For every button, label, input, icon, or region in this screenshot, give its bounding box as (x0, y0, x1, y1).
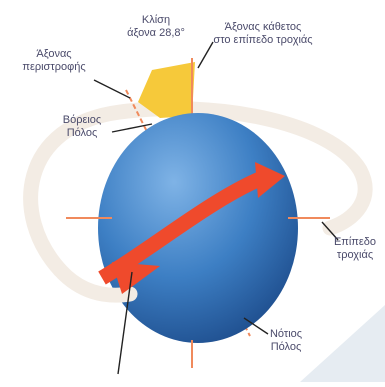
tilt-angle-label: Κλίση άξονα 28,8° (124, 14, 188, 40)
south-pole-label: Νότιος Πόλος (258, 328, 314, 354)
north-pole-label: Βόρειος Πόλος (52, 114, 112, 140)
perpendicular-axis-label: Άξονας κάθετος στο επίπεδο τροχιάς (207, 21, 319, 47)
rotation-axis-label: Άξονας περιστροφής (10, 48, 98, 74)
planet-sphere (98, 113, 298, 343)
rotation-axis-leader (94, 80, 130, 98)
orbital-plane-label: Επίπεδο τροχιάς (327, 236, 383, 262)
